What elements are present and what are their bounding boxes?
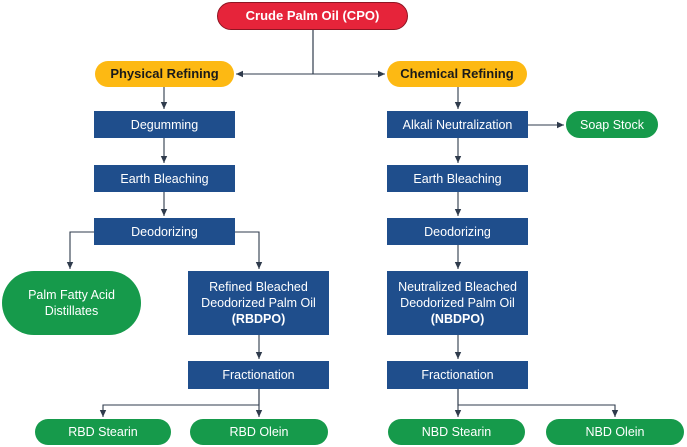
physical-fractionation-step: Fractionation: [188, 361, 329, 389]
rbdpo-product: Refined Bleached Deodorized Palm Oil (RB…: [188, 271, 329, 335]
rbd-stearin-product: RBD Stearin: [35, 419, 171, 445]
physical-deodorizing-step: Deodorizing: [94, 218, 235, 245]
nbd-stearin-product: NBD Stearin: [388, 419, 525, 445]
chemical-alkali-neutralization-step: Alkali Neutralization: [387, 111, 528, 138]
nbd-olein-product: NBD Olein: [546, 419, 684, 445]
physical-refining-node: Physical Refining: [95, 61, 234, 87]
connector-phys-deodorizing-to-pfad: [66, 231, 94, 269]
chemical-fractionation-step: Fractionation: [387, 361, 528, 389]
chemical-deodorizing-step: Deodorizing: [387, 218, 528, 245]
pfad-line-2: Distillates: [44, 304, 99, 318]
connector-phys-fractionation-to-rbd-stearin: [99, 389, 260, 417]
physical-degumming-step: Degumming: [94, 111, 235, 138]
crude-palm-oil-node: Crude Palm Oil (CPO): [217, 2, 408, 30]
soap-stock-product: Soap Stock: [566, 111, 658, 138]
nbdpo-product: Neutralized Bleached Deodorized Palm Oil…: [387, 271, 528, 335]
chemical-earth-bleaching-step: Earth Bleaching: [387, 165, 528, 192]
connector-chem-fractionation-to-nbd-olein: [457, 389, 619, 417]
rbdpo-line-2: Deodorized Palm Oil: [201, 296, 316, 310]
pfad-line-1: Palm Fatty Acid: [28, 288, 115, 302]
rbdpo-line-1: Refined Bleached: [209, 280, 308, 294]
nbdpo-abbreviation: (NBDPO): [430, 312, 485, 326]
palm-fatty-acid-distillates-product: Palm Fatty Acid Distillates: [2, 271, 141, 335]
connector-phys-deodorizing-to-rbdpo: [235, 231, 263, 269]
connector-cpo-to-physical-refining: [236, 30, 314, 78]
rbd-olein-product: RBD Olein: [190, 419, 328, 445]
connector-cpo-to-chemical-refining: [312, 30, 385, 78]
rbdpo-abbreviation: (RBDPO): [231, 312, 286, 326]
nbdpo-line-1: Neutralized Bleached: [398, 280, 517, 294]
physical-earth-bleaching-step: Earth Bleaching: [94, 165, 235, 192]
nbdpo-line-2: Deodorized Palm Oil: [400, 296, 515, 310]
chemical-refining-node: Chemical Refining: [387, 61, 527, 87]
